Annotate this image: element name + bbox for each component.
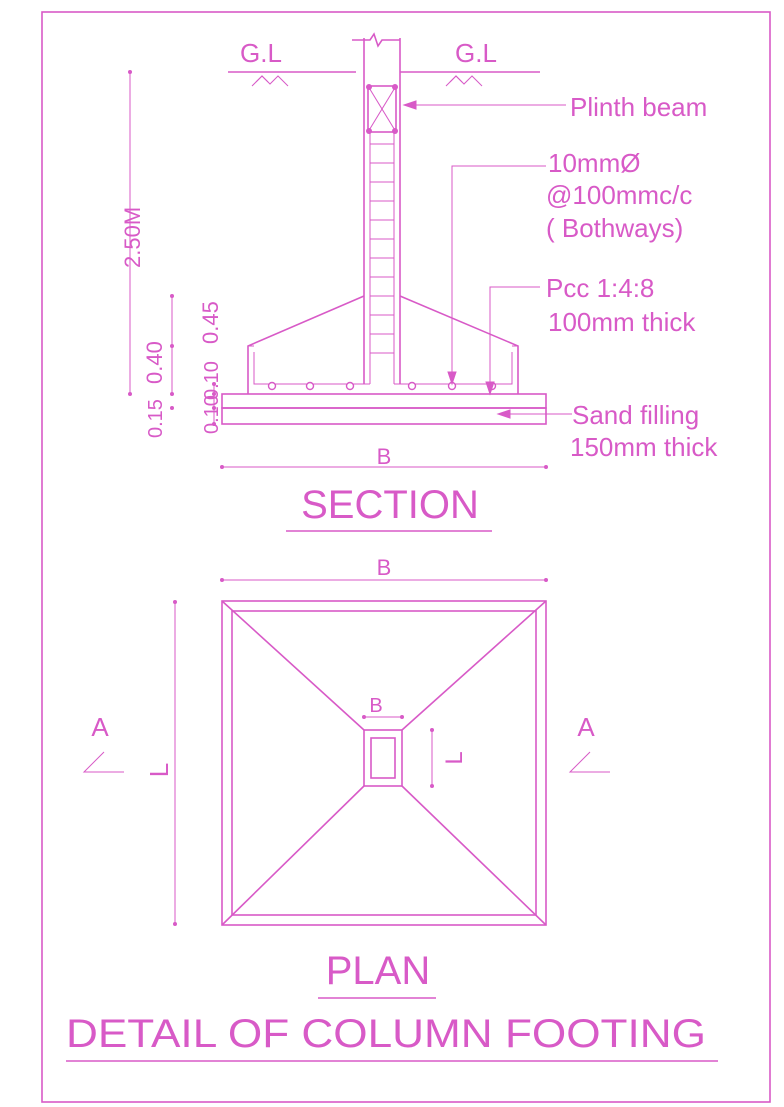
plan-view: B L B L A A PLAN xyxy=(82,555,610,999)
plan-outer-outline xyxy=(221,600,547,926)
plinth-beam-label: Plinth beam xyxy=(570,92,707,122)
dim-sand-thickness: 0.15 xyxy=(145,399,167,438)
pcc-layer xyxy=(221,393,547,409)
plan-width-label: B xyxy=(377,555,392,580)
pcc-label-line1: Pcc 1:4:8 xyxy=(546,273,654,303)
plan-length-label: L xyxy=(144,763,174,777)
section-mark-right-label: A xyxy=(577,712,595,742)
rebar-label-line3: ( Bothways) xyxy=(546,213,683,243)
dim-footing-depth: 0.40 xyxy=(142,341,167,384)
section-mark-left-label: A xyxy=(91,712,109,742)
drawing-title: DETAIL OF COLUMN FOOTING xyxy=(66,1012,706,1056)
plan-column-outer xyxy=(363,729,403,787)
dim-depth-total: 2.50M xyxy=(120,207,145,268)
section-view: G.L G.L xyxy=(120,32,718,532)
pcc-label-line2: 100mm thick xyxy=(548,307,696,337)
plan-title: PLAN xyxy=(326,949,431,993)
gl-left-label: G.L xyxy=(240,38,282,68)
callout-leaders xyxy=(402,100,572,419)
column-break-icon xyxy=(352,32,400,48)
column-length-label: L xyxy=(441,751,468,764)
sand-label-line1: Sand filling xyxy=(572,400,699,430)
section-title: SECTION xyxy=(301,483,479,527)
dim-pcc-thickness-lower: 0.10 xyxy=(201,395,223,434)
footing-outline xyxy=(247,295,519,394)
plan-column-inner xyxy=(370,737,396,779)
rebar-label-line2: @100mmc/c xyxy=(546,180,692,210)
ground-hatch-right-icon xyxy=(445,75,483,87)
sand-layer xyxy=(221,407,547,425)
column-width-label: B xyxy=(369,695,382,717)
section-mark-right-icon xyxy=(568,751,610,773)
plan-slope-lines xyxy=(221,600,547,926)
dim-pcc-thickness: 0.10 xyxy=(201,361,223,400)
plan-inner-outline xyxy=(231,610,537,916)
sand-label-line2: 150mm thick xyxy=(570,432,718,462)
section-width-label: B xyxy=(377,444,392,469)
rebar-label-line1: 10mmØ xyxy=(548,148,640,178)
sheet-border xyxy=(41,11,771,1103)
plinth-beam xyxy=(367,85,397,133)
ground-hatch-left-icon xyxy=(251,75,289,87)
section-mark-left-icon xyxy=(82,751,124,773)
dimension-ticks xyxy=(128,70,216,426)
dim-footing-slope: 0.45 xyxy=(198,301,223,344)
footing-rebar-mesh xyxy=(253,352,513,385)
gl-right-label: G.L xyxy=(455,38,497,68)
column-ties xyxy=(370,143,394,354)
